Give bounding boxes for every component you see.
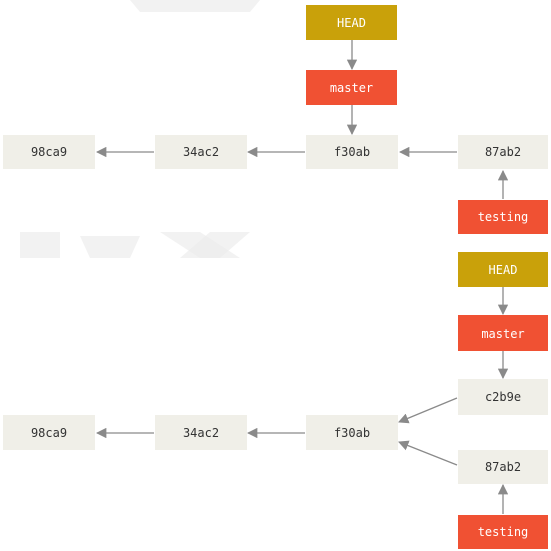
commit-c2b9e-bottom-text: c2b9e	[485, 390, 521, 404]
commit-f30ab-top-text: f30ab	[334, 145, 370, 159]
commit-34ac2-bottom-text: 34ac2	[183, 426, 219, 440]
watermark	[20, 0, 260, 258]
testing-branch-top-text: testing	[478, 210, 529, 224]
top-diagram: HEAD master 98ca9 34ac2 f30ab 87ab2 test…	[3, 5, 548, 234]
edge-87ab2-f30ab-bottom	[398, 440, 458, 466]
master-branch-bottom-text: master	[481, 327, 524, 341]
testing-branch-top: testing	[458, 200, 548, 234]
head-label-top-text: HEAD	[337, 16, 366, 30]
commit-98ca9-top-text: 98ca9	[31, 145, 67, 159]
commit-f30ab-bottom: f30ab	[306, 415, 398, 450]
master-branch-top: master	[306, 70, 397, 105]
head-label-top: HEAD	[306, 5, 397, 40]
bottom-diagram: HEAD master c2b9e 98ca9 34ac2 f30ab 87ab…	[3, 252, 548, 549]
commit-f30ab-top: f30ab	[306, 135, 398, 169]
commit-34ac2-top: 34ac2	[155, 135, 247, 169]
commit-87ab2-bottom: 87ab2	[458, 450, 548, 484]
testing-branch-bottom: testing	[458, 515, 548, 549]
edge-c2b9e-f30ab-bottom	[398, 397, 458, 424]
master-branch-bottom: master	[458, 315, 548, 351]
head-label-bottom: HEAD	[458, 252, 548, 287]
head-label-bottom-text: HEAD	[489, 263, 518, 277]
commit-98ca9-bottom-text: 98ca9	[31, 426, 67, 440]
master-branch-top-text: master	[330, 81, 373, 95]
testing-branch-bottom-text: testing	[478, 525, 529, 539]
commit-87ab2-top: 87ab2	[458, 135, 548, 169]
commit-f30ab-bottom-text: f30ab	[334, 426, 370, 440]
commit-98ca9-bottom: 98ca9	[3, 415, 95, 450]
commit-c2b9e-bottom: c2b9e	[458, 379, 548, 415]
commit-87ab2-top-text: 87ab2	[485, 145, 521, 159]
commit-34ac2-top-text: 34ac2	[183, 145, 219, 159]
commit-34ac2-bottom: 34ac2	[155, 415, 247, 450]
commit-98ca9-top: 98ca9	[3, 135, 95, 169]
commit-87ab2-bottom-text: 87ab2	[485, 460, 521, 474]
